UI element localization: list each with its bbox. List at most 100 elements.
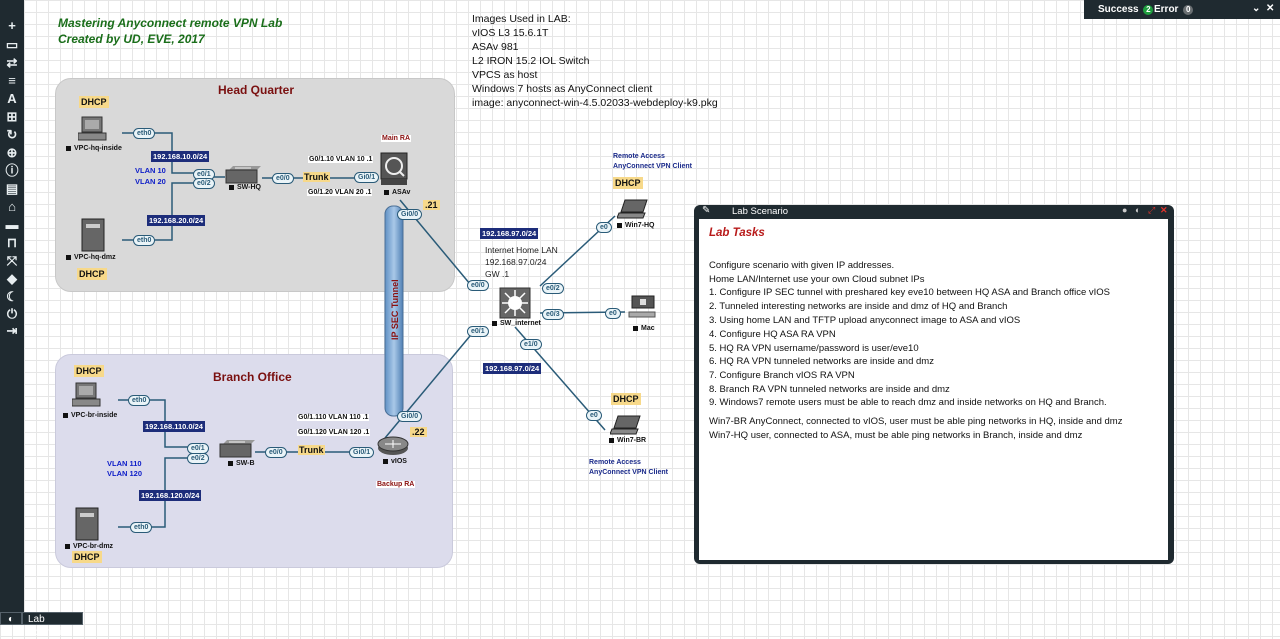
dhcp-tag: DHCP [79, 96, 109, 108]
branch-title: Branch Office [213, 370, 292, 384]
port-label: Gi0/1 [349, 447, 375, 458]
task-line: 7. Configure Branch vIOS RA VPN [709, 370, 855, 381]
port-label: e0 [596, 222, 612, 233]
trunk-label: Trunk [303, 172, 330, 182]
images-info-line: Images Used in LAB: [472, 13, 571, 25]
subinterface-label: G0/1.110 VLAN 110 .1 [297, 414, 370, 421]
laptop-icon [609, 415, 641, 435]
port-label: e0/1 [467, 326, 489, 337]
images-info-line: ASAv 981 [472, 41, 519, 53]
port-label: eth0 [130, 522, 153, 533]
node-label-sw-internet: SW_internet [492, 320, 541, 327]
task-line: 8. Branch RA VPN tunneled networks are i… [709, 384, 950, 395]
firewall-icon [380, 152, 408, 185]
router-icon [377, 436, 409, 455]
node-label-win7-br: Win7-BR [609, 437, 646, 444]
subinterface-label: G0/1.10 VLAN 10 .1 [308, 156, 374, 163]
switch-icon [219, 440, 255, 458]
vpc-hq-inside-node[interactable] [77, 116, 108, 142]
subnet-label: 192.168.20.0/24 [147, 215, 206, 226]
graduation-icon[interactable]: ⌂ [8, 199, 16, 214]
server-icon [81, 218, 105, 252]
close-icon[interactable]: ✕ [1266, 3, 1275, 14]
port-label: e0/3 [542, 309, 564, 320]
chevron-down-icon[interactable]: ⌄ [1252, 3, 1261, 14]
subnet-label: 192.168.120.0/24 [139, 490, 202, 501]
dhcp-tag: DHCP [77, 268, 107, 280]
refresh-icon[interactable]: ↻ [6, 127, 18, 142]
unlock-icon[interactable]: ⊓ [6, 235, 18, 250]
swap-icon[interactable]: ⇄ [6, 55, 18, 70]
film-icon[interactable]: ▤ [5, 181, 19, 196]
server-icon [75, 507, 99, 541]
plus-icon[interactable]: + [8, 18, 16, 33]
asav-node[interactable] [380, 152, 408, 186]
port-label: Gi0/0 [397, 411, 423, 422]
edit-icon[interactable]: ✎ [702, 205, 711, 216]
vpc-br-dmz-node[interactable] [75, 507, 99, 541]
port-label: e1/0 [520, 339, 542, 350]
vpc-hq-dmz-node[interactable] [81, 218, 105, 252]
node-label-sw-b: SW-B [228, 460, 255, 467]
win7-br-node[interactable] [609, 415, 642, 435]
laptop-icon [616, 199, 648, 219]
comment-icon[interactable]: ▬ [5, 217, 19, 232]
tag-icon[interactable]: ◆ [7, 271, 17, 286]
storage-icon[interactable]: ▭ [5, 37, 19, 52]
lab-author: Created by UD, EVE, 2017 [58, 32, 205, 46]
task-line: Home LAN/Internet use your own Cloud sub… [709, 274, 925, 285]
images-info-line: vIOS L3 15.6.1T [472, 27, 549, 39]
panel-body: Lab Tasks Configure scenario with given … [699, 219, 1168, 560]
node-label-asav: ASAv [384, 189, 410, 196]
port-label: e0/0 [467, 280, 489, 291]
vios-node[interactable] [377, 436, 409, 456]
port-label: e0 [605, 308, 621, 319]
error-counter[interactable]: Error 0 [1154, 4, 1194, 15]
port-label: e0/2 [542, 283, 564, 294]
sidebar: + ▭ ⇄ ≡ A ⊞ ↻ ⊕ ⓘ ▤ ⌂ ▬ ⊓ ⤧ ◆ ☾ ⏻ ⇥ [0, 0, 24, 612]
computer-icon [71, 382, 101, 407]
task-line: 2. Tunneled interesting networks are ins… [709, 301, 1008, 312]
resize-icon[interactable]: ⤢ [1148, 205, 1156, 215]
subinterface-label: G0/1.20 VLAN 20 .1 [307, 189, 373, 196]
success-label: Success [1098, 4, 1139, 15]
vpc-br-inside-node[interactable] [71, 382, 102, 408]
ip-suffix-label: .21 [423, 200, 440, 210]
dhcp-tag: DHCP [611, 393, 641, 405]
task-line: Configure scenario with given IP address… [709, 260, 895, 271]
grid-icon[interactable]: ⊞ [6, 109, 18, 124]
subnet-label: 192.168.97.0/24 [483, 363, 542, 374]
subinterface-label: G0/1.120 VLAN 120 .1 [297, 429, 371, 436]
task-line: 6. HQ RA VPN tunneled networks are insid… [709, 356, 934, 367]
mac-node[interactable] [628, 295, 656, 319]
node-label-vpc-hq-inside: VPC-hq-inside [66, 145, 122, 152]
moon-icon[interactable]: ☾ [6, 289, 18, 304]
eye-slash-icon[interactable]: ◐ [1135, 205, 1141, 215]
win7-hq-node[interactable] [616, 199, 649, 219]
sw-b-node[interactable] [219, 438, 255, 458]
zoom-icon[interactable]: ⊕ [6, 145, 18, 160]
success-counter[interactable]: Success 2 [1098, 4, 1154, 15]
settings-icon[interactable]: ● [1122, 205, 1128, 215]
text-icon[interactable]: A [7, 91, 17, 106]
close-icon[interactable]: ✕ [1160, 205, 1168, 215]
lab-scenario-panel: ✎ Lab Scenario ● ◐ ⤢ ✕ Lab Tasks Configu… [694, 205, 1174, 564]
power-icon[interactable]: ⏻ [6, 306, 18, 321]
info-icon[interactable]: ⓘ [5, 163, 19, 178]
list-icon[interactable]: ≡ [8, 73, 16, 88]
sw-hq-node[interactable] [225, 164, 261, 184]
task-footer-line: Win7-BR AnyConnect, connected to vIOS, u… [709, 416, 1123, 427]
eye-slash-icon[interactable]: ◐ [0, 612, 22, 625]
logout-icon[interactable]: ⇥ [6, 323, 18, 338]
remote-access-label: Remote Access [589, 459, 641, 466]
dhcp-tag: DHCP [74, 365, 104, 377]
task-footer-line: Win7-HQ user, connected to ASA, must be … [709, 430, 1083, 441]
port-label: e0/0 [265, 447, 287, 458]
lab-scenario-tab[interactable]: Lab Scenario [22, 612, 83, 638]
vlan-label: VLAN 120 [107, 469, 143, 478]
images-info-line: image: anyconnect-win-4.5.02033-webdeplo… [472, 97, 718, 109]
fullscreen-icon[interactable]: ⤧ [6, 253, 18, 268]
node-label-sw-hq: SW-HQ [229, 184, 261, 191]
sw-internet-node[interactable] [499, 287, 531, 319]
port-label: eth0 [133, 128, 156, 139]
